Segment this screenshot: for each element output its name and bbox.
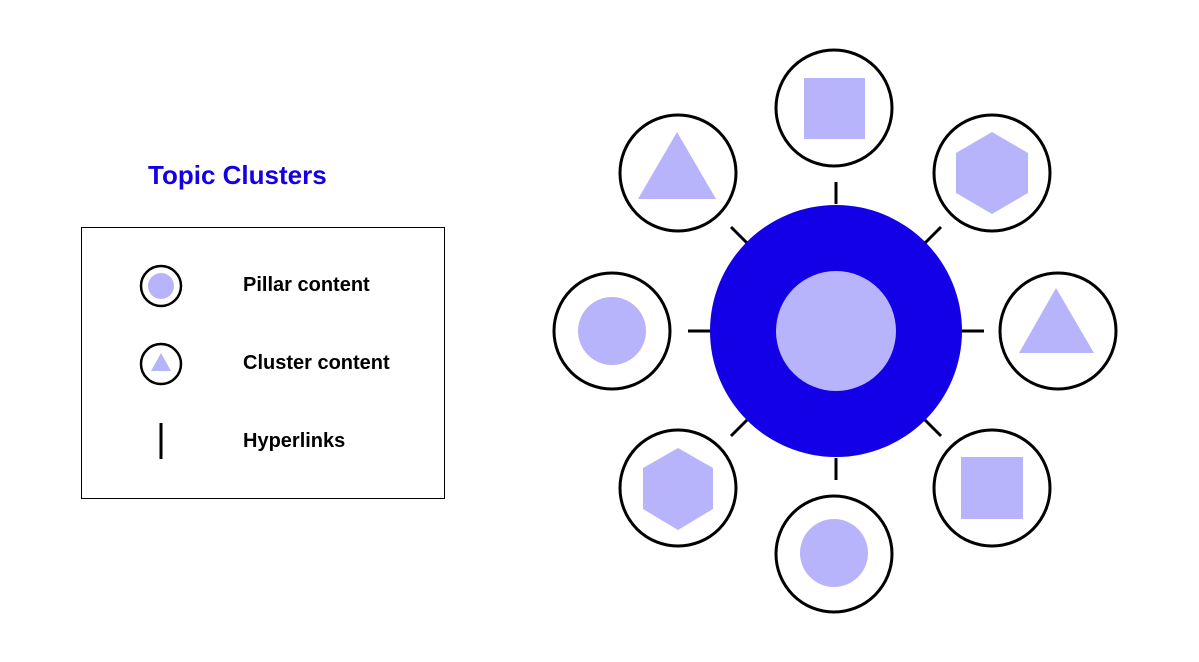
cluster-node-bottom-right: [932, 428, 1052, 548]
legend-item-pillar: Pillar content: [82, 261, 444, 311]
legend-label-cluster: Cluster content: [243, 352, 390, 374]
legend-item-cluster: Cluster content: [82, 339, 444, 389]
cluster-node-top: [774, 48, 894, 168]
legend-item-hyperlinks: Hyperlinks: [82, 417, 444, 467]
cluster-node-top-right: [932, 113, 1052, 233]
pillar-content-node: [710, 205, 962, 457]
cluster-node-right: [998, 271, 1118, 391]
legend-label-pillar: Pillar content: [243, 274, 370, 296]
hyperlink-top-left: [729, 225, 749, 245]
legend: Pillar content Cluster content Hyperlink…: [81, 227, 445, 499]
hyperlink-bottom-right: [923, 418, 943, 438]
cluster-node-bottom-left: [618, 428, 738, 548]
cluster-node-left: [552, 271, 672, 391]
cluster-node-bottom: [774, 494, 894, 614]
hyperlink-icon: [159, 423, 163, 459]
hyperlink-lines: [688, 182, 984, 480]
hyperlink-top-right: [923, 225, 943, 245]
cluster-node-top-left: [618, 113, 738, 233]
hyperlink-bottom-left: [729, 418, 749, 438]
legend-label-hyperlinks: Hyperlinks: [243, 430, 346, 452]
cluster-icon: [139, 342, 183, 386]
pillar-icon: [139, 264, 183, 308]
diagram-title: Topic Clusters: [148, 160, 327, 190]
